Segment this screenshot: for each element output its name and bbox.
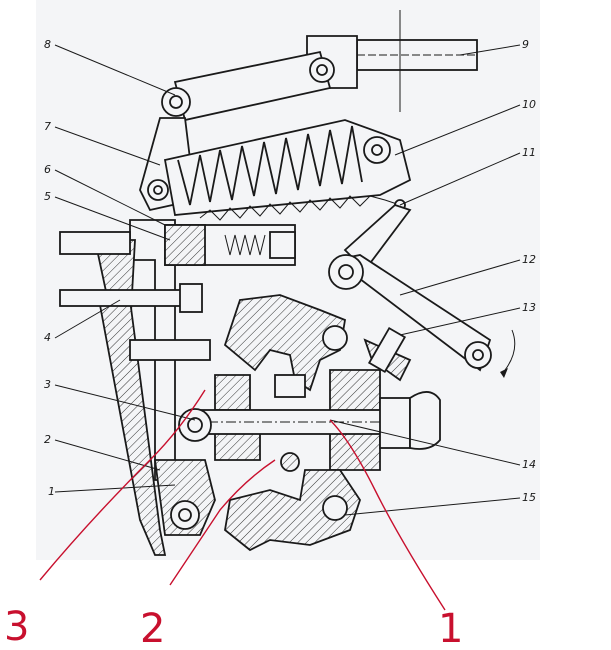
label-2: 2	[44, 433, 51, 446]
red-label-1: 1	[438, 606, 463, 650]
label-3: 3	[44, 378, 51, 391]
label-15: 15	[522, 491, 536, 504]
frame	[59, 219, 211, 556]
label-9: 9	[522, 38, 529, 51]
label-7: 7	[44, 120, 51, 133]
shaft-housing	[178, 369, 441, 472]
label-4: 4	[44, 331, 51, 344]
plunger-assembly	[164, 224, 296, 266]
leader-lines	[54, 44, 521, 516]
lower-pivot	[153, 459, 216, 536]
red-label-2: 2	[140, 606, 165, 650]
label-13: 13	[522, 301, 536, 314]
label-8: 8	[44, 38, 51, 51]
adjusting-screw	[363, 326, 412, 382]
label-10: 10	[522, 98, 536, 111]
spring-assembly	[139, 117, 412, 221]
label-12: 12	[522, 253, 536, 266]
lever-12	[328, 203, 516, 378]
upper-latch	[223, 294, 348, 392]
red-annotations	[39, 389, 446, 611]
upper-link	[161, 10, 478, 122]
red-label-3: 3	[4, 604, 29, 650]
label-5: 5	[44, 190, 51, 203]
lower-latch	[224, 469, 361, 552]
label-11: 11	[522, 146, 536, 159]
label-14: 14	[522, 458, 536, 471]
label-6: 6	[44, 163, 51, 176]
label-1: 1	[48, 485, 55, 498]
